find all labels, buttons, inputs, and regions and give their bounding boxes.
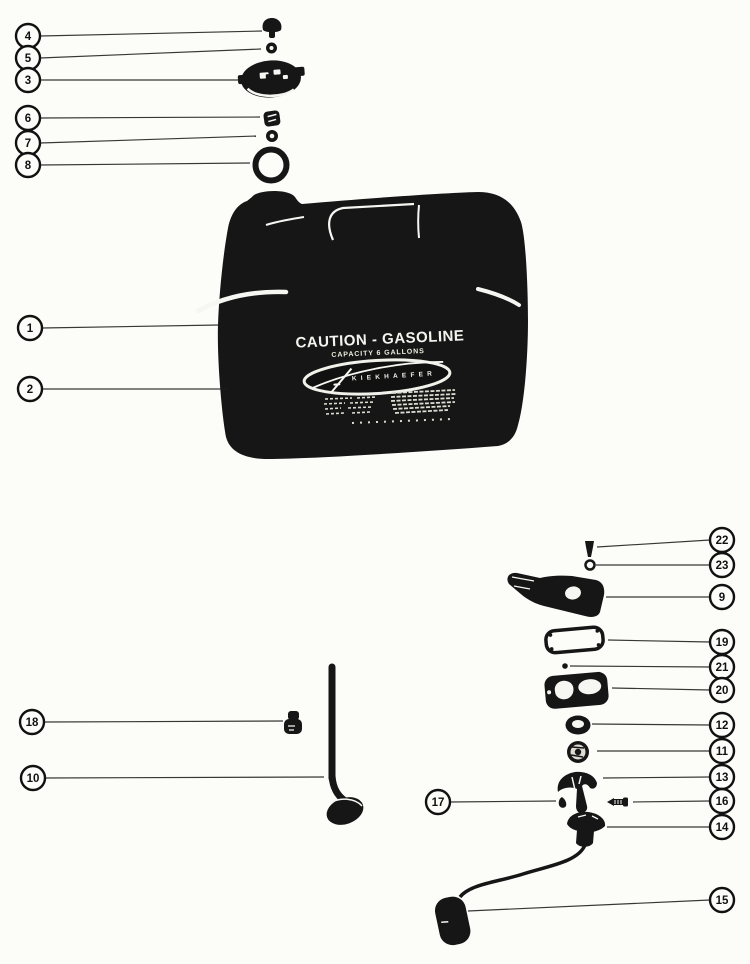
svg-text:10: 10 <box>27 773 40 785</box>
callout-9: 9 <box>606 583 736 611</box>
check-ball <box>562 663 568 669</box>
right-highlight <box>476 287 521 307</box>
callout-5: 5 <box>14 44 262 72</box>
callout-2: 2 <box>16 375 227 403</box>
connector-screw <box>585 541 594 557</box>
cap-o-ring <box>252 146 290 184</box>
brand-logo-oval: KIEKHAEFER <box>302 358 452 396</box>
svg-text:7: 7 <box>25 138 31 150</box>
fuel-connector-body <box>507 572 605 617</box>
svg-text:20: 20 <box>716 685 729 697</box>
svg-text:11: 11 <box>716 746 729 758</box>
filler-area-streak <box>265 216 305 226</box>
svg-text:8: 8 <box>25 160 32 172</box>
handle-recess-right <box>417 204 420 239</box>
retainer-nut <box>567 741 589 763</box>
cap-knob-screw <box>262 18 282 38</box>
fuel-filter <box>434 896 471 946</box>
pickup-tube <box>326 663 364 825</box>
callout-15: 15 <box>467 886 736 914</box>
callout-3: 3 <box>14 66 241 94</box>
svg-text:3: 3 <box>25 75 31 87</box>
pivot-pin <box>558 797 567 808</box>
callout-20: 20 <box>611 676 736 704</box>
callout-16: 16 <box>632 787 736 815</box>
fine-print-right-block <box>390 389 457 414</box>
svg-text:23: 23 <box>716 560 729 572</box>
svg-text:6: 6 <box>25 113 31 125</box>
callout-19: 19 <box>607 628 736 656</box>
svg-text:16: 16 <box>716 796 729 808</box>
svg-text:21: 21 <box>716 662 729 674</box>
handle-recess <box>328 202 415 241</box>
fine-print-dotted-row <box>351 418 453 424</box>
fuel-tank: CAUTION - GASOLINE CAPACITY 6 GALLONS KI… <box>195 190 528 459</box>
svg-text:15: 15 <box>716 895 729 907</box>
fine-print-left-block <box>323 396 377 415</box>
svg-text:22: 22 <box>716 535 729 547</box>
svg-text:12: 12 <box>716 720 729 732</box>
cap-washer-upper <box>266 42 277 54</box>
svg-text:14: 14 <box>716 822 729 834</box>
cover-plate <box>544 671 609 709</box>
pickup-elbow <box>567 811 606 847</box>
svg-text:2: 2 <box>27 384 33 396</box>
cap-washer-lower <box>266 130 278 142</box>
svg-text:13: 13 <box>716 772 729 784</box>
decal-capacity-text: CAPACITY 6 GALLONS <box>331 348 425 359</box>
callout-13: 13 <box>602 763 736 791</box>
callout-7: 7 <box>14 129 257 157</box>
drain-fitting <box>284 711 302 734</box>
cap-nut <box>263 110 281 127</box>
svg-text:18: 18 <box>26 717 39 729</box>
callout-6: 6 <box>14 104 261 132</box>
callout-14: 14 <box>607 813 736 841</box>
callout-1: 1 <box>16 314 220 342</box>
callout-11: 11 <box>597 737 736 765</box>
connector-washer <box>584 559 596 571</box>
callout-22: 22 <box>596 526 736 554</box>
callout-8: 8 <box>14 151 251 179</box>
left-highlight <box>195 289 289 314</box>
callout-4: 4 <box>14 22 263 50</box>
gauge-bracket <box>557 771 597 813</box>
callout-17: 17 <box>424 788 557 816</box>
tank-decal: CAUTION - GASOLINE CAPACITY 6 GALLONS KI… <box>295 327 465 424</box>
svg-text:17: 17 <box>432 797 445 809</box>
callout-10: 10 <box>19 764 325 792</box>
callout-18: 18 <box>18 708 284 736</box>
fuel-line <box>458 844 587 899</box>
callout-12: 12 <box>591 711 736 739</box>
bracket-screw <box>607 797 628 807</box>
svg-text:1: 1 <box>27 323 34 335</box>
svg-text:19: 19 <box>716 637 729 649</box>
grommet <box>565 715 591 735</box>
svg-text:4: 4 <box>25 31 32 43</box>
filler-cap <box>237 60 305 98</box>
svg-text:5: 5 <box>25 53 32 65</box>
callout-23: 23 <box>596 551 736 579</box>
connector-gasket <box>544 625 605 655</box>
svg-text:9: 9 <box>719 592 725 604</box>
